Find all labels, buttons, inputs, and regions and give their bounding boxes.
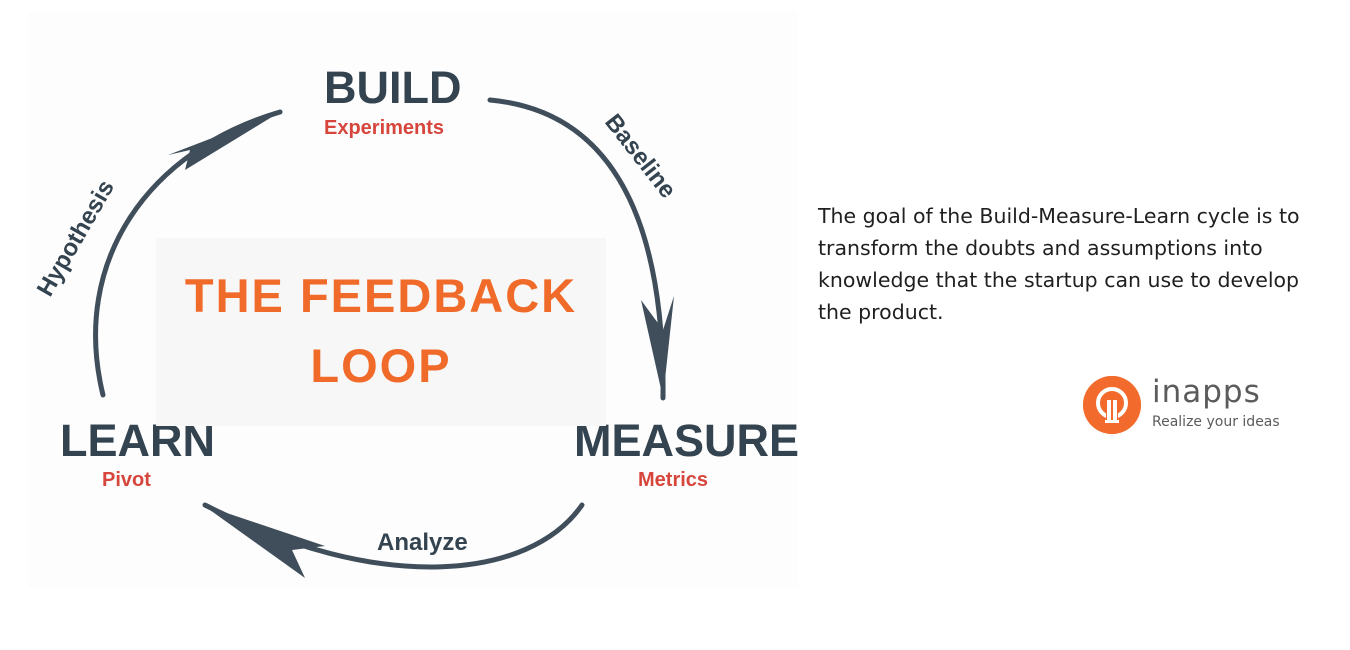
- arrowhead-measure: [641, 296, 674, 398]
- lightbulb-gear-icon: [1083, 376, 1141, 434]
- center-title-line1: THE FEEDBACK: [184, 269, 578, 322]
- logo-name: inapps: [1152, 374, 1261, 410]
- node-measure-subtitle: Metrics: [638, 469, 709, 491]
- edge-label-analyze: Analyze: [377, 529, 468, 556]
- arrowhead-build: [168, 112, 280, 170]
- edge-label-hypothesis: Hypothesis: [32, 175, 120, 301]
- node-build-title: BUILD: [324, 62, 462, 113]
- logo-tagline: Realize your ideas: [1152, 414, 1280, 430]
- description-text: The goal of the Build-Measure-Learn cycl…: [818, 204, 1300, 324]
- edge-label-baseline: Baseline: [599, 109, 681, 203]
- node-measure-title: MEASURE: [574, 415, 800, 466]
- center-title-box: THE FEEDBACK LOOP: [156, 238, 606, 426]
- arrowhead-learn: [203, 505, 325, 578]
- arrow-build-to-measure: [487, 97, 666, 401]
- node-build-subtitle: Experiments: [324, 117, 445, 139]
- center-title-line2: LOOP: [310, 339, 452, 392]
- node-learn-subtitle: Pivot: [102, 469, 151, 491]
